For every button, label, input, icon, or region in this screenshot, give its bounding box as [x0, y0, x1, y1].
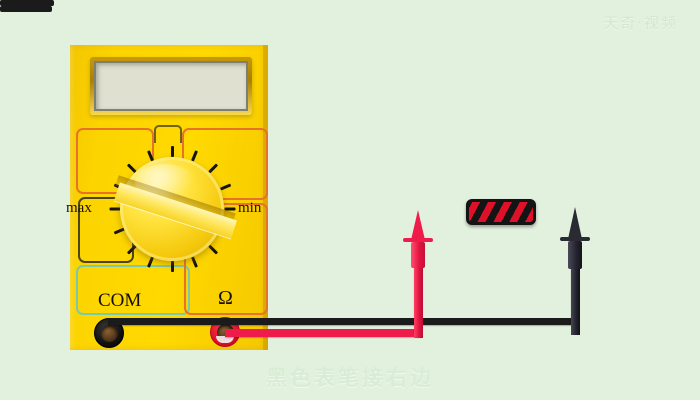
black-probe-shaft — [570, 269, 580, 335]
red-probe-guard — [403, 238, 433, 242]
dial-tick — [170, 261, 174, 272]
resistor-lead-left — [0, 0, 54, 6]
rotary-selector-dial[interactable] — [106, 143, 238, 275]
red-probe-shaft — [413, 268, 423, 338]
lcd-screen — [94, 61, 248, 111]
red-lead-horizontal — [225, 329, 422, 337]
lcd-display — [90, 57, 252, 115]
red-probe[interactable] — [403, 210, 433, 338]
face-region-top-tab — [154, 125, 182, 143]
multimeter-body: max min COM Ω — [66, 45, 268, 350]
dial-tick — [219, 183, 231, 191]
black-lead-horizontal — [108, 318, 578, 325]
black-probe-tip — [568, 207, 582, 239]
watermark-text: 天奇·视频 — [603, 14, 678, 32]
dial-tick — [170, 146, 174, 157]
dial-tick — [146, 256, 154, 268]
black-probe-guard — [560, 237, 590, 241]
black-probe-body — [568, 241, 582, 269]
red-probe-tip — [411, 210, 425, 240]
face-region-bottom-left — [76, 265, 190, 315]
dial-tick — [190, 256, 198, 268]
dial-tick — [109, 207, 120, 211]
black-probe[interactable] — [560, 207, 590, 335]
com-jack-label: COM — [98, 290, 142, 311]
resistor-lead-right — [0, 6, 52, 12]
ohm-jack-highlight — [216, 335, 234, 343]
dial-knob[interactable] — [114, 157, 237, 261]
caption-text: 黑色表笔接右边 — [266, 366, 434, 390]
dial-label-max: max — [66, 200, 92, 216]
ohm-jack-label: Ω — [218, 287, 233, 309]
com-jack-hole — [100, 324, 118, 342]
dial-label-min: min — [238, 200, 262, 216]
resistor — [466, 199, 536, 225]
resistor-stripes — [469, 202, 533, 222]
red-probe-body — [411, 242, 425, 268]
dial-tick-marks — [106, 143, 238, 275]
dial-tick — [207, 244, 218, 255]
